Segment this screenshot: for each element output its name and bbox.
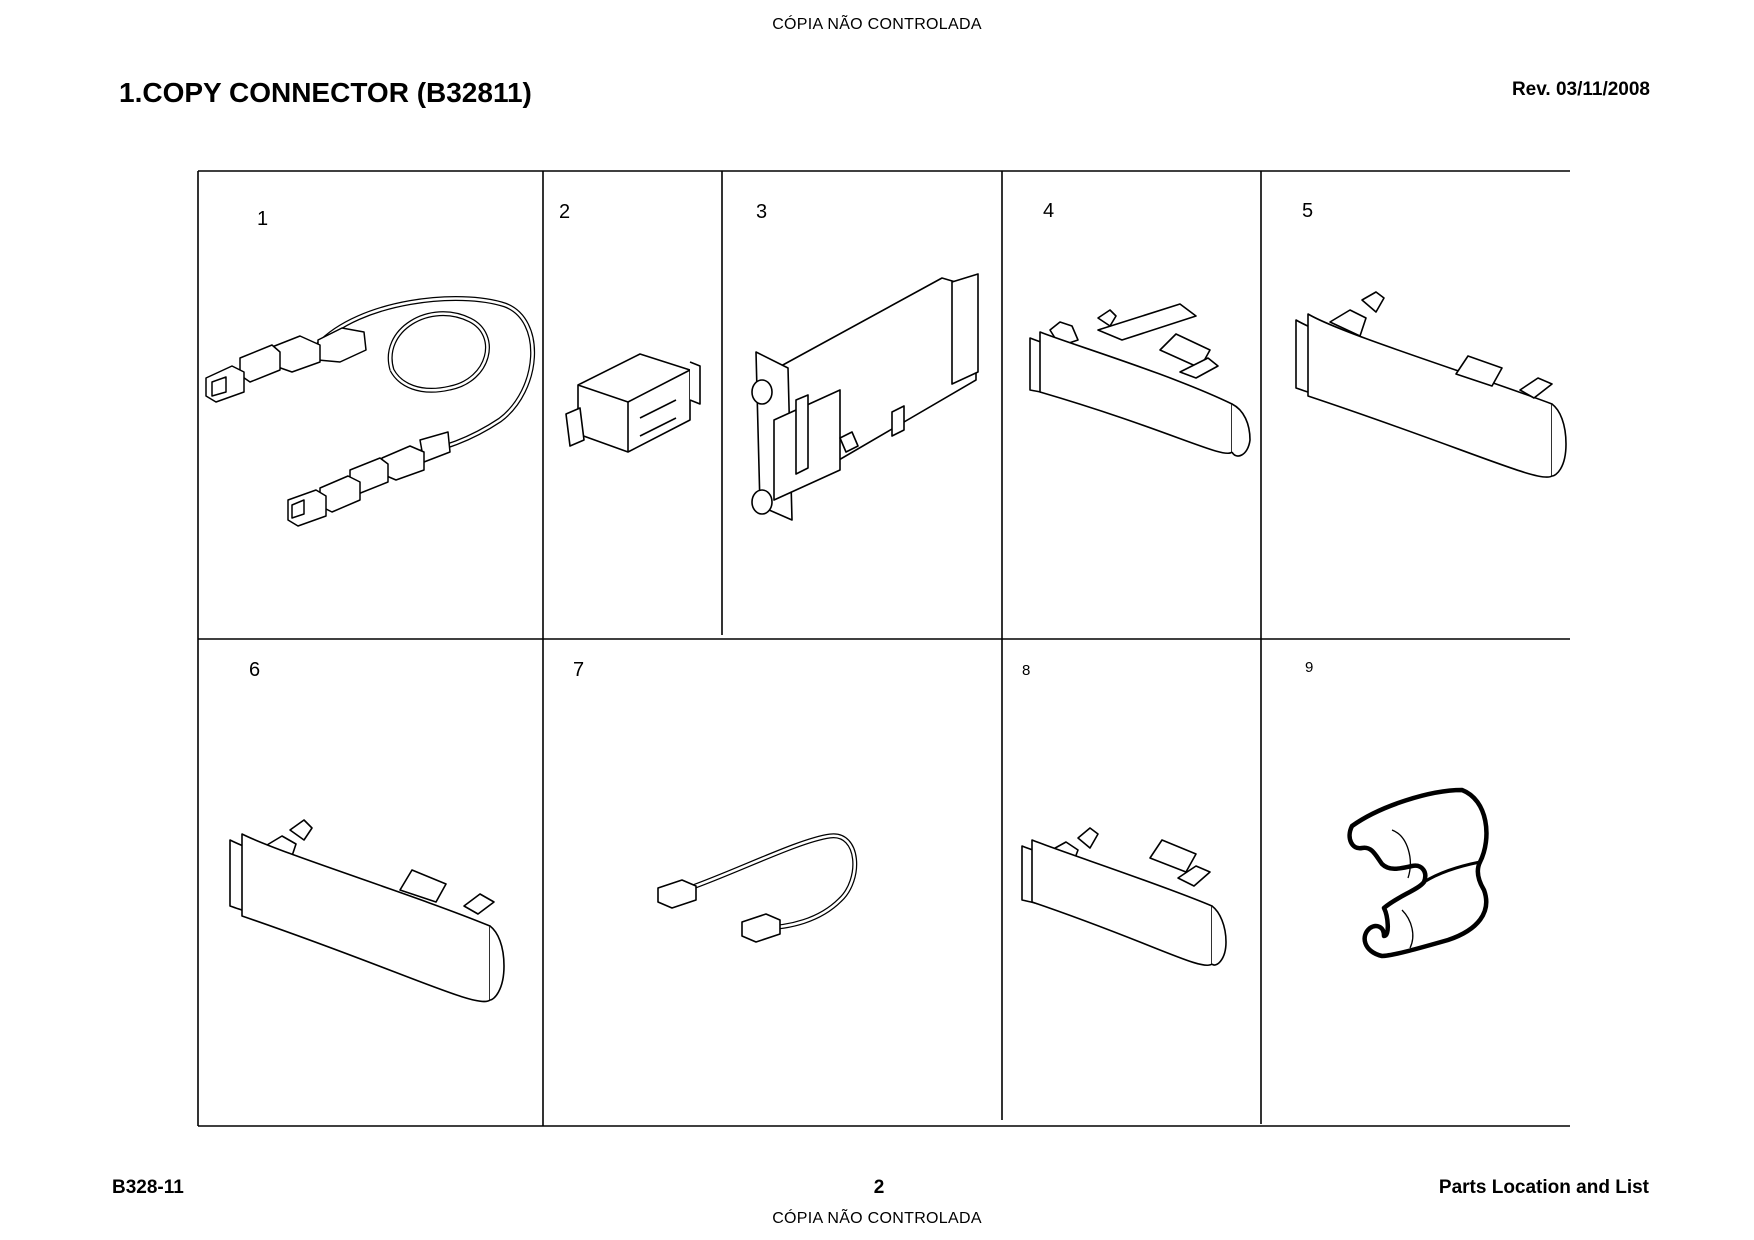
harness-icon [657,833,858,943]
page-number: 2 [873,1177,885,1198]
part-number-2: 2 [559,201,570,223]
part-number-1: 1 [257,208,268,230]
part-number-6: 6 [249,659,260,681]
usb-cable-icon [205,296,536,527]
part-number-5: 5 [1302,200,1313,222]
part-number-8: 8 [1022,662,1030,679]
connector-cover-icon [1029,303,1251,457]
connector-cover-icon [1021,827,1227,967]
parts-grid [197,170,1570,1127]
revision-date: Rev. 03/11/2008 [1511,79,1650,100]
part-number-7: 7 [573,659,584,681]
connector-cover-long-icon [1295,291,1567,478]
part-number-9: 9 [1305,659,1313,676]
page-title: 1.COPY CONNECTOR (B32811) [119,77,532,108]
footer-section: Parts Location and List [1438,1177,1649,1198]
ferrite-clamp-icon [1347,787,1489,959]
connector-cover-long-icon [229,819,505,1003]
watermark-bottom: CÓPIA NÃO CONTROLADA [772,1210,982,1227]
footer-model: B328-11 [112,1177,184,1198]
part-number-3: 3 [756,201,767,223]
part-number-4: 4 [1043,200,1054,222]
interface-board-icon [751,273,979,521]
watermark-top: CÓPIA NÃO CONTROLADA [772,16,982,33]
ferrite-core-block-icon [565,353,701,453]
